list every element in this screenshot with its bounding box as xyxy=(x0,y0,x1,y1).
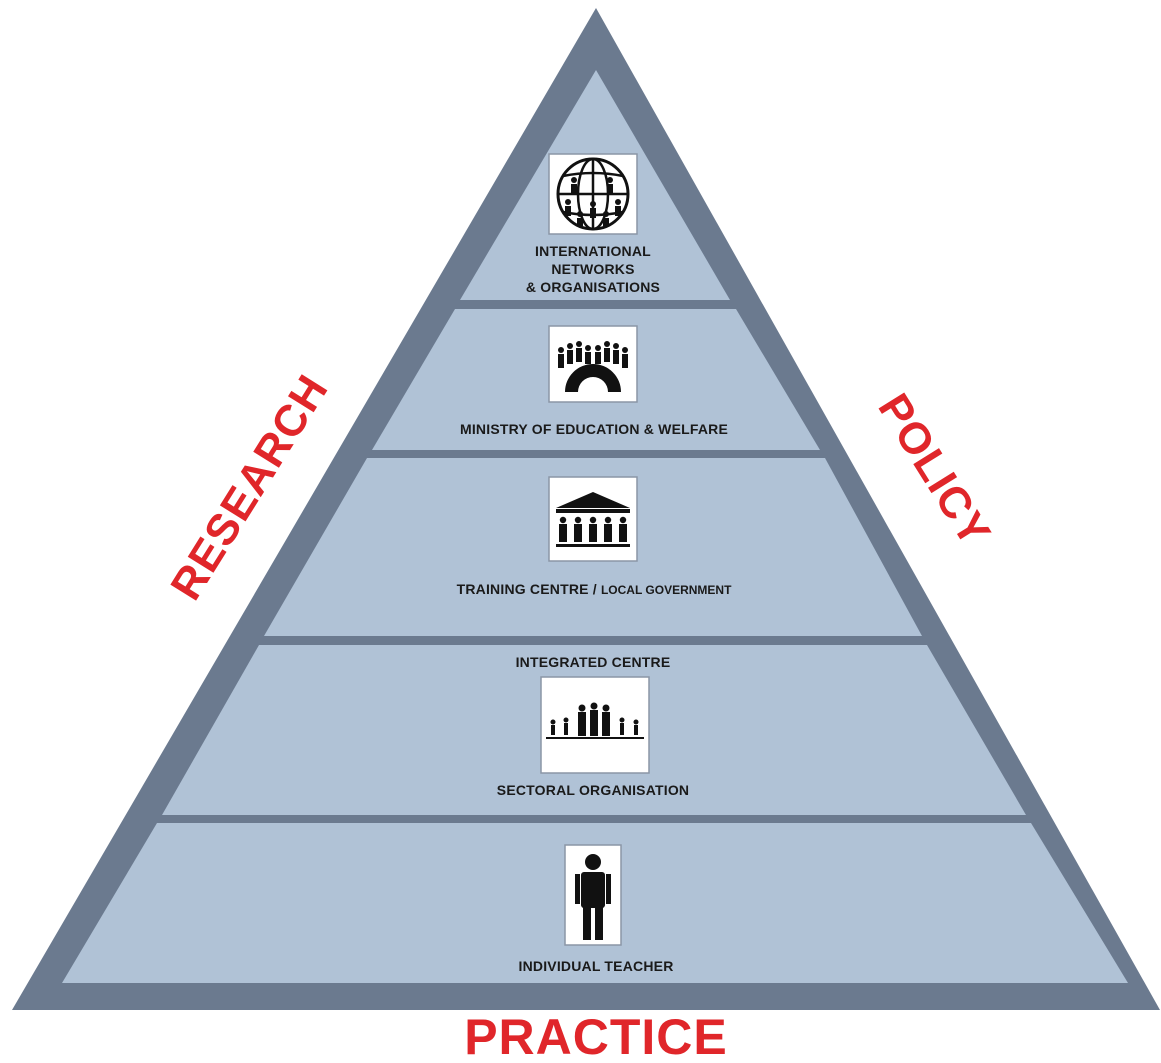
level3-label: TRAINING CENTRE / LOCAL GOVERNMENT xyxy=(457,581,733,597)
training-building-icon xyxy=(548,476,638,562)
level3-label-sub: LOCAL GOVERNMENT xyxy=(601,583,732,597)
level5-label: INDIVIDUAL TEACHER xyxy=(518,958,673,974)
level4-label-top: INTEGRATED CENTRE xyxy=(516,654,671,670)
level3-label-main: TRAINING CENTRE / xyxy=(457,581,601,597)
level1-line3: & ORGANISATIONS xyxy=(526,279,660,295)
level4-label-bottom: SECTORAL ORGANISATION xyxy=(497,782,689,798)
practice-label: PRACTICE xyxy=(464,1009,728,1063)
ministry-assembly-icon xyxy=(548,325,638,403)
community-group-icon xyxy=(540,676,650,774)
level1-line2: NETWORKS xyxy=(551,261,634,277)
level2-label: MINISTRY OF EDUCATION & WELFARE xyxy=(460,421,728,437)
globe-network-icon xyxy=(548,153,638,235)
person-icon xyxy=(564,844,622,946)
level1-line1: INTERNATIONAL xyxy=(535,243,651,259)
